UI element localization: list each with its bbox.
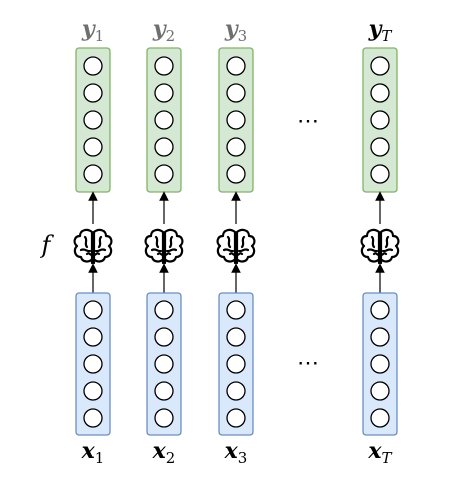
output-label: y1	[81, 16, 104, 45]
output-neuron	[226, 137, 246, 157]
input-neuron	[226, 327, 246, 347]
input-label: x3	[224, 438, 248, 467]
output-neuron	[370, 164, 390, 184]
input-layer	[75, 292, 111, 436]
output-layer	[362, 47, 398, 193]
input-neuron	[226, 354, 246, 374]
input-neuron	[83, 354, 103, 374]
output-neuron	[370, 83, 390, 103]
input-neuron	[226, 300, 246, 320]
output-neuron	[226, 56, 246, 76]
output-neuron	[226, 110, 246, 130]
input-neuron	[154, 327, 174, 347]
input-neuron	[370, 327, 390, 347]
output-label: yT	[368, 16, 393, 45]
timestep-columns: y1 x1 y2 x2 y3 x3 yT xT	[73, 16, 400, 467]
output-label: y3	[224, 16, 247, 45]
output-neuron	[154, 137, 174, 157]
output-neuron	[83, 83, 103, 103]
brain-icon	[144, 228, 184, 265]
input-neuron	[370, 381, 390, 401]
brain-icon	[216, 228, 256, 265]
input-neuron	[83, 327, 103, 347]
input-label: x2	[152, 438, 176, 467]
brain-icon	[360, 228, 400, 265]
timestep-column: y3 x3	[216, 16, 256, 467]
input-neuron	[370, 354, 390, 374]
function-label: f	[40, 231, 55, 259]
output-neuron	[83, 56, 103, 76]
input-neuron	[83, 300, 103, 320]
timestep-column: yT xT	[360, 16, 400, 467]
input-layer	[146, 292, 182, 436]
timestep-column: y1 x1	[73, 16, 113, 467]
output-layer	[146, 47, 182, 193]
output-ellipsis: ⋯	[297, 109, 319, 134]
input-neuron	[154, 300, 174, 320]
input-ellipsis: ⋯	[297, 351, 319, 376]
input-neuron	[154, 354, 174, 374]
input-neuron	[83, 408, 103, 428]
input-layer	[218, 292, 254, 436]
output-neuron	[83, 137, 103, 157]
brain-icon	[73, 228, 113, 265]
output-neuron	[226, 83, 246, 103]
output-neuron	[83, 110, 103, 130]
input-neuron	[154, 381, 174, 401]
output-layer	[218, 47, 254, 193]
input-layer	[362, 292, 398, 436]
input-label: xT	[367, 438, 392, 467]
input-neuron	[154, 408, 174, 428]
output-neuron	[83, 164, 103, 184]
output-neuron	[154, 56, 174, 76]
output-neuron	[226, 164, 246, 184]
output-neuron	[370, 137, 390, 157]
input-neuron	[83, 381, 103, 401]
output-neuron	[154, 164, 174, 184]
input-neuron	[370, 300, 390, 320]
input-neuron	[370, 408, 390, 428]
output-neuron	[154, 110, 174, 130]
input-neuron	[226, 381, 246, 401]
input-neuron	[226, 408, 246, 428]
output-neuron	[370, 56, 390, 76]
input-label: x1	[81, 438, 105, 467]
output-label: y2	[152, 16, 175, 45]
output-neuron	[370, 110, 390, 130]
timestep-column: y2 x2	[144, 16, 184, 467]
output-neuron	[154, 83, 174, 103]
output-layer	[75, 47, 111, 193]
